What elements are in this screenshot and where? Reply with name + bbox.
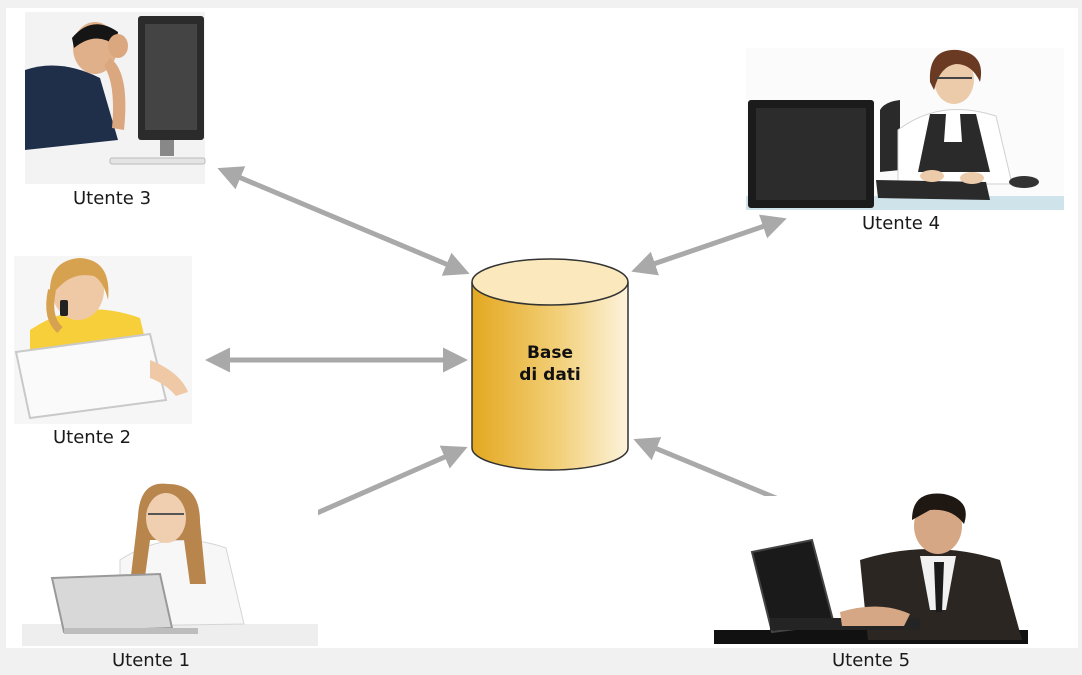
label-utente-4: Utente 4: [862, 213, 941, 234]
database-label-line1: Base: [527, 343, 573, 363]
label-utente-1: Utente 1: [112, 650, 191, 671]
label-utente-5: Utente 5: [832, 650, 911, 671]
user-photo-utente-5: [714, 493, 1028, 646]
user-photo-utente-1: [22, 480, 318, 646]
label-utente-3: Utente 3: [73, 188, 152, 209]
arrow-utente-4: [631, 214, 787, 276]
database-label-line2: di dati: [519, 365, 581, 385]
user-photo-utente-4: [746, 48, 1064, 210]
user-photo-utente-2: [14, 256, 192, 424]
database-cylinder: Base di dati: [471, 258, 629, 471]
label-utente-2: Utente 2: [53, 427, 132, 448]
arrow-utente-3: [217, 166, 470, 276]
user-photo-utente-3: [25, 12, 206, 184]
